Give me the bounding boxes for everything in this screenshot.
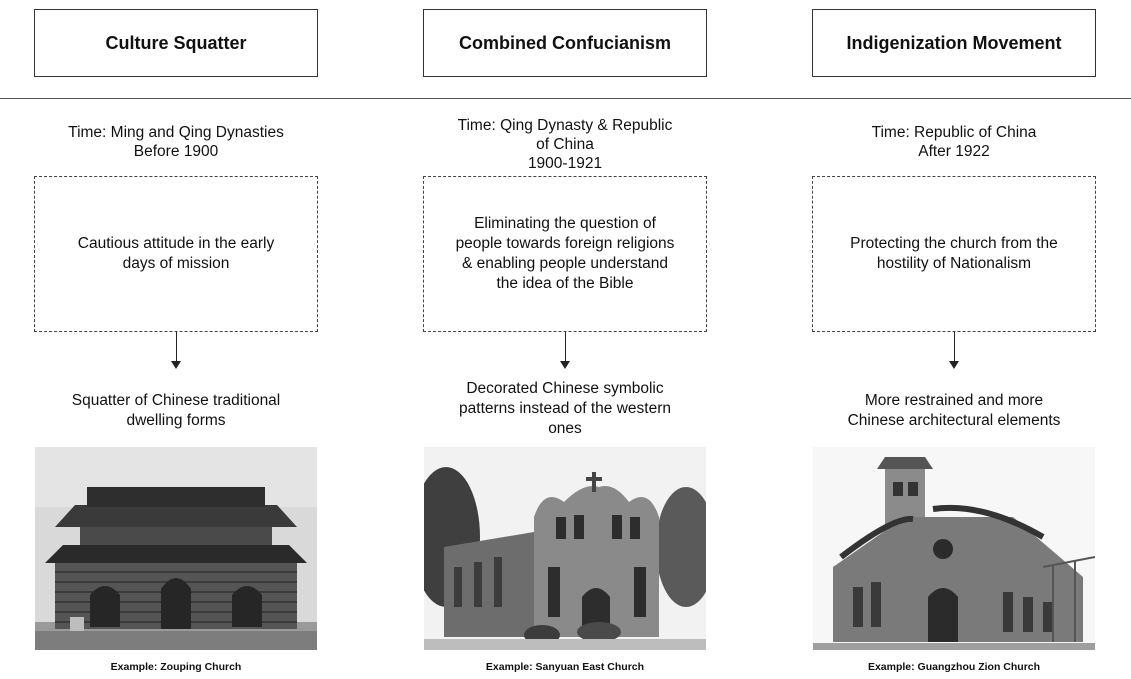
result-text-1: Squatter of Chinese traditional dwelling… xyxy=(71,392,281,429)
arrow-1-line xyxy=(176,332,177,362)
arrow-1-head xyxy=(171,361,181,369)
purpose-box-1: Cautious attitude in the early days of m… xyxy=(34,176,318,332)
title-combined-confucianism: Combined Confucianism xyxy=(423,9,707,77)
arrow-3-head xyxy=(949,361,959,369)
timeline-divider xyxy=(0,98,1131,99)
zouping-church-photo xyxy=(35,447,317,650)
time-label-3: Time: Republic of China After 1922 xyxy=(871,124,1037,160)
title-indigenization-movement: Indigenization Movement xyxy=(812,9,1096,77)
result-text-3: More restrained and more Chinese archite… xyxy=(847,392,1061,429)
example-caption-1: Example: Zouping Church xyxy=(110,661,242,673)
purpose-box-3: Protecting the church from the hostility… xyxy=(812,176,1096,332)
purpose-box-2: Eliminating the question of people towar… xyxy=(423,176,707,332)
title-culture-squatter: Culture Squatter xyxy=(34,9,318,77)
example-caption-3: Example: Guangzhou Zion Church xyxy=(867,661,1041,673)
arrow-3-line xyxy=(954,332,955,362)
time-label-1: Time: Ming and Qing Dynasties Before 190… xyxy=(68,124,284,160)
sanyuan-east-church-photo xyxy=(424,447,706,650)
time-label-2: Time: Qing Dynasty & Republic of China 1… xyxy=(457,117,673,172)
arrow-2-head xyxy=(560,361,570,369)
result-text-2: Decorated Chinese symbolic patterns inst… xyxy=(459,380,671,437)
guangzhou-zion-church-photo xyxy=(813,447,1095,650)
example-caption-2: Example: Sanyuan East Church xyxy=(485,661,645,673)
arrow-2-line xyxy=(565,332,566,362)
